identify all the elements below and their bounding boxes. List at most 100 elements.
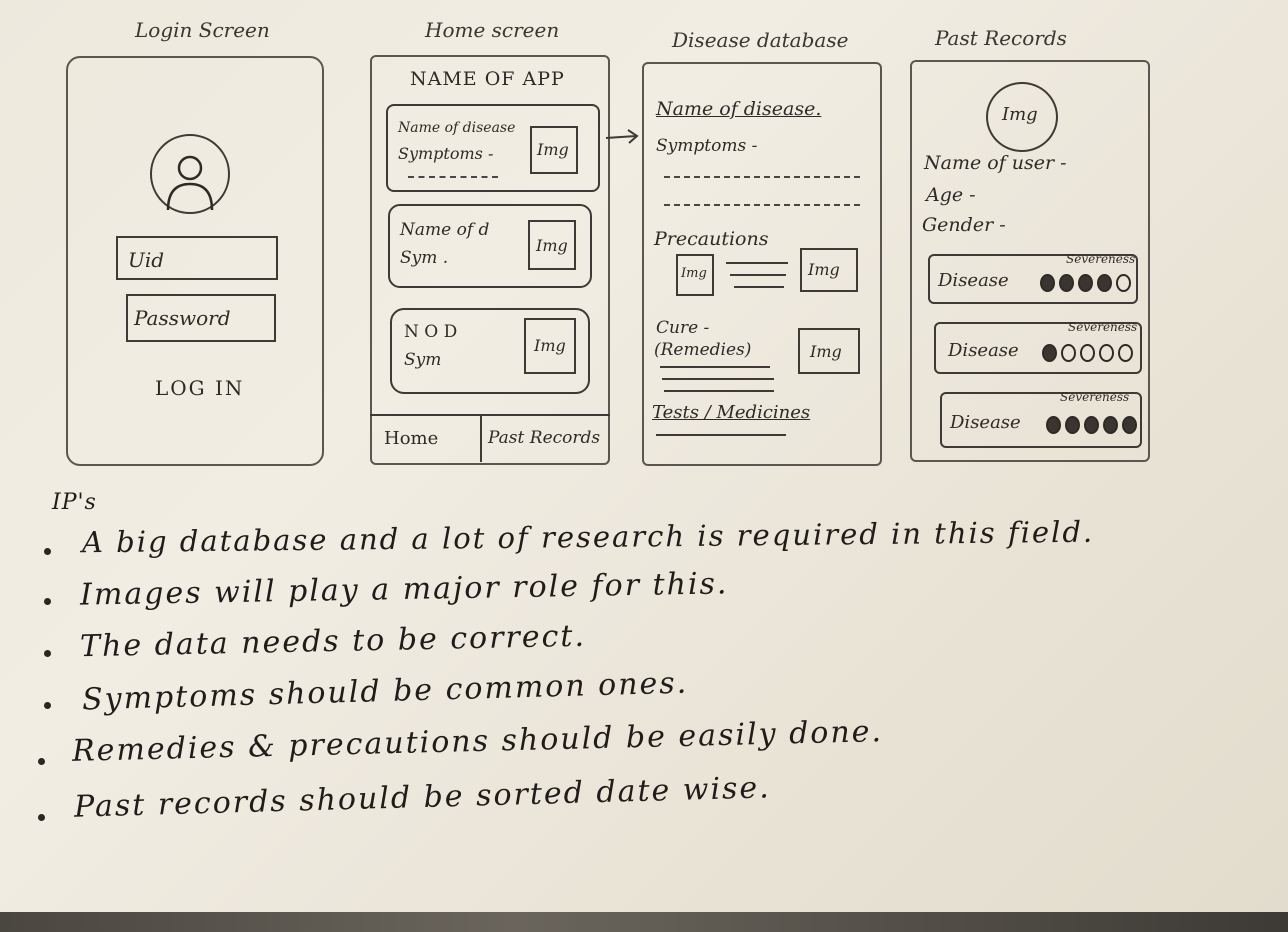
record-3-severity-label: Severeness bbox=[1060, 390, 1130, 404]
remedies-line-3 bbox=[664, 390, 774, 392]
bullet-4 bbox=[44, 702, 51, 709]
precaution-line-3 bbox=[734, 286, 784, 288]
note-item-1: A big database and a lot of research is … bbox=[81, 514, 1095, 560]
record-2-label: Disease bbox=[948, 340, 1019, 361]
note-item-4: Symptoms should be common ones. bbox=[81, 665, 689, 718]
severity-dot-filled bbox=[1122, 416, 1137, 434]
bullet-6 bbox=[38, 814, 45, 821]
severity-dot-empty bbox=[1061, 344, 1076, 362]
age-label: Age - bbox=[926, 184, 976, 206]
severity-dot-filled bbox=[1084, 416, 1099, 434]
severity-dot-filled bbox=[1059, 274, 1074, 292]
card-2-symptoms: Sym . bbox=[400, 248, 449, 268]
cure-label: Cure - bbox=[656, 318, 710, 338]
tests-medicines-label: Tests / Medicines bbox=[652, 402, 811, 423]
severity-dot-empty bbox=[1080, 344, 1095, 362]
record-3-label: Disease bbox=[950, 412, 1021, 433]
severity-dot-filled bbox=[1078, 274, 1093, 292]
disease-name-heading: Name of disease. bbox=[656, 98, 822, 120]
symptoms-dashes-1 bbox=[664, 176, 860, 178]
arrow-right-icon bbox=[605, 129, 639, 144]
user-avatar-image: Img bbox=[986, 82, 1058, 152]
record-row-1[interactable]: Disease Severeness bbox=[928, 252, 1138, 304]
note-item-3: The data needs to be correct. bbox=[79, 618, 587, 665]
record-1-severity-dots bbox=[1040, 274, 1131, 292]
card-2-image: Img bbox=[528, 220, 576, 270]
notes-heading: IP's bbox=[52, 490, 97, 515]
name-of-user-label: Name of user - bbox=[924, 152, 1067, 174]
card-3-img-label: Img bbox=[534, 336, 566, 355]
login-screen-frame bbox=[66, 56, 324, 466]
severity-dot-empty bbox=[1118, 344, 1133, 362]
nav-home-tab[interactable]: Home bbox=[384, 428, 439, 449]
severity-dot-filled bbox=[1103, 416, 1118, 434]
nav-past-records-tab[interactable]: Past Records bbox=[488, 428, 601, 448]
precaution-img-2-label: Img bbox=[808, 260, 840, 279]
severity-dot-filled bbox=[1040, 274, 1055, 292]
severity-dot-filled bbox=[1065, 416, 1080, 434]
home-screen-title: Home screen bbox=[425, 18, 560, 42]
remedies-line-1 bbox=[660, 366, 770, 368]
app-name-heading: NAME OF APP bbox=[410, 68, 565, 90]
remedies-label: (Remedies) bbox=[654, 340, 752, 360]
bullet-5 bbox=[38, 758, 45, 765]
cure-image: Img bbox=[798, 328, 860, 374]
profile-avatar-circle bbox=[150, 134, 230, 214]
card-1-image: Img bbox=[530, 126, 578, 174]
record-2-severity-label: Severeness bbox=[1068, 320, 1138, 334]
background-edge bbox=[0, 912, 1288, 932]
note-item-5: Remedies & precautions should be easily … bbox=[71, 714, 884, 769]
disease-card-3[interactable]: N O D Sym Img bbox=[390, 308, 590, 394]
disease-card-1[interactable]: Name of disease Symptoms - Img bbox=[386, 104, 600, 192]
symptoms-dashes-2 bbox=[664, 204, 860, 206]
record-1-label: Disease bbox=[938, 270, 1009, 291]
card-1-name: Name of disease bbox=[398, 120, 516, 136]
precaution-line-1 bbox=[726, 262, 788, 264]
note-item-6: Past records should be sorted date wise. bbox=[73, 770, 772, 825]
disease-card-2[interactable]: Name of d Sym . Img bbox=[388, 204, 592, 288]
password-input[interactable]: Password bbox=[126, 294, 276, 342]
password-placeholder: Password bbox=[134, 306, 231, 330]
tests-line bbox=[656, 434, 786, 436]
past-records-title: Past Records bbox=[935, 26, 1067, 50]
remedies-line-2 bbox=[662, 378, 774, 380]
uid-placeholder: Uid bbox=[128, 248, 165, 272]
severity-dot-filled bbox=[1097, 274, 1112, 292]
card-3-name: N O D bbox=[404, 322, 458, 342]
card-1-symptoms: Symptoms - bbox=[398, 144, 494, 163]
bullet-1 bbox=[44, 548, 51, 555]
card-3-image: Img bbox=[524, 318, 576, 374]
card-1-dashes bbox=[408, 176, 498, 178]
card-1-img-label: Img bbox=[537, 140, 569, 159]
card-3-symptoms: Sym bbox=[404, 350, 442, 370]
severity-dot-filled bbox=[1046, 416, 1061, 434]
precaution-line-2 bbox=[730, 274, 786, 276]
record-3-severity-dots bbox=[1046, 416, 1137, 434]
past-records-frame bbox=[910, 60, 1150, 462]
severity-dot-empty bbox=[1116, 274, 1131, 292]
severity-dot-filled bbox=[1042, 344, 1057, 362]
severity-dot-empty bbox=[1099, 344, 1114, 362]
card-2-img-label: Img bbox=[536, 236, 568, 255]
card-2-name: Name of d bbox=[400, 220, 490, 240]
home-screen-frame bbox=[370, 55, 610, 465]
record-row-2[interactable]: Disease Severeness bbox=[934, 320, 1142, 374]
disease-database-frame bbox=[642, 62, 882, 466]
precaution-img-1-label: Img bbox=[681, 266, 707, 281]
precaution-image-2: Img bbox=[800, 248, 858, 292]
login-screen-title: Login Screen bbox=[135, 18, 270, 42]
record-2-severity-dots bbox=[1042, 344, 1133, 362]
home-nav-divider bbox=[370, 414, 610, 416]
record-row-3[interactable]: Disease Severeness bbox=[940, 390, 1142, 448]
user-icon bbox=[166, 155, 214, 211]
record-1-severity-label: Severeness bbox=[1066, 252, 1136, 266]
symptoms-label: Symptoms - bbox=[656, 136, 758, 156]
cure-img-label: Img bbox=[810, 342, 842, 361]
uid-input[interactable]: Uid bbox=[116, 236, 278, 280]
home-nav-separator bbox=[480, 416, 482, 462]
precaution-image-1: Img bbox=[676, 254, 714, 296]
bullet-3 bbox=[44, 650, 51, 657]
note-item-2: Images will play a major role for this. bbox=[79, 566, 729, 613]
login-button[interactable]: LOG IN bbox=[155, 376, 245, 400]
precautions-label: Precautions bbox=[654, 228, 769, 250]
